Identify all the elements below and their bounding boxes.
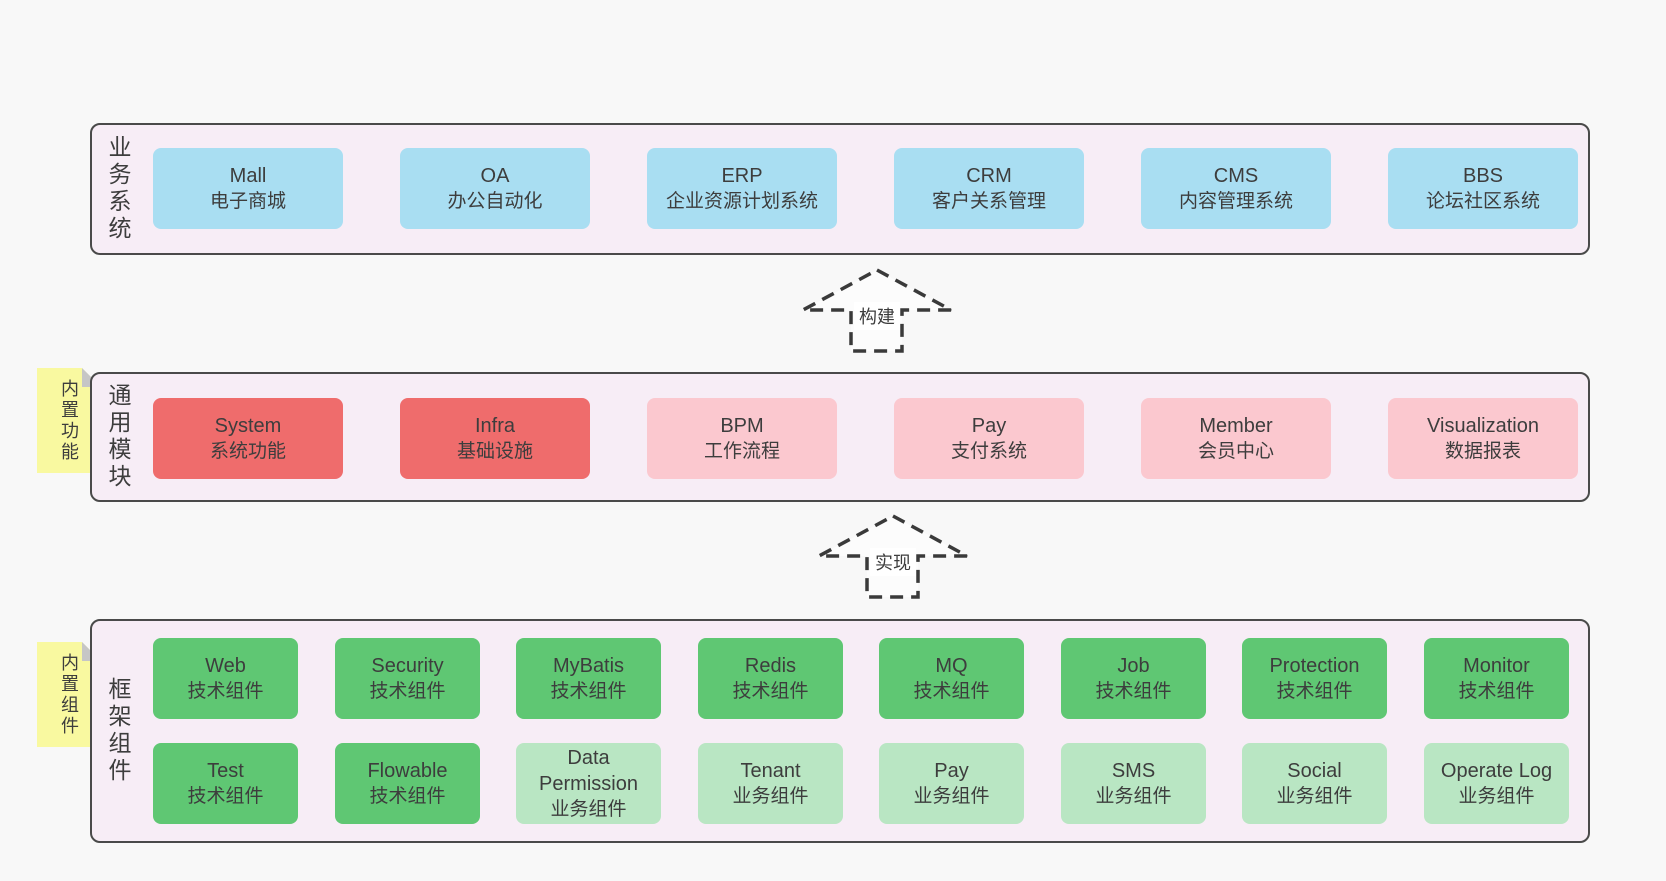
- node-subtitle: 业务组件: [913, 785, 990, 807]
- node-title: Redis: [744, 654, 797, 677]
- node-subtitle: 企业资源计划系统: [665, 190, 818, 212]
- node-subtitle: 会员中心: [1197, 440, 1274, 462]
- node-pay-business: Pay 业务组件: [879, 743, 1024, 824]
- node-subtitle: 技术组件: [1095, 680, 1172, 702]
- node-title: MyBatis: [552, 654, 625, 677]
- node-subtitle: 技术组件: [187, 680, 264, 702]
- node-title: CRM: [966, 164, 1012, 187]
- node-subtitle: 技术组件: [1458, 680, 1535, 702]
- node-subtitle: 技术组件: [1276, 680, 1353, 702]
- node-subtitle: 技术组件: [913, 680, 990, 702]
- node-sms: SMS 业务组件: [1061, 743, 1206, 824]
- node-title: Test: [207, 759, 244, 782]
- node-subtitle: 内容管理系统: [1178, 190, 1293, 212]
- arrow-label: 实现: [870, 548, 916, 576]
- node-mall: Mall 电子商城: [153, 148, 343, 229]
- node-title: BPM: [720, 414, 764, 437]
- node-title: Security: [371, 654, 444, 677]
- sticky-note-label: 内置组件: [59, 652, 79, 737]
- node-subtitle: 支付系统: [950, 440, 1027, 462]
- node-system: System 系统功能: [153, 398, 343, 479]
- node-subtitle: 系统功能: [209, 440, 286, 462]
- section-label: 通用模块: [105, 383, 131, 491]
- node-crm: CRM 客户关系管理: [894, 148, 1084, 229]
- section-framework-components: 框架组件 Web 技术组件 Security 技术组件 MyBatis 技术组件…: [90, 619, 1590, 843]
- node-subtitle: 业务组件: [732, 785, 809, 807]
- node-mq: MQ 技术组件: [879, 638, 1024, 719]
- node-title: Job: [1117, 654, 1150, 677]
- node-subtitle: 技术组件: [732, 680, 809, 702]
- node-subtitle: 客户关系管理: [931, 190, 1046, 212]
- node-oa: OA 办公自动化: [400, 148, 590, 229]
- node-subtitle: 业务组件: [1276, 785, 1353, 807]
- node-subtitle: 技术组件: [369, 680, 446, 702]
- node-subtitle: 业务组件: [1095, 785, 1172, 807]
- node-bpm: BPM 工作流程: [647, 398, 837, 479]
- arrow-label: 构建: [854, 302, 900, 330]
- node-title: Operate Log: [1440, 759, 1553, 782]
- node-tenant: Tenant 业务组件: [698, 743, 843, 824]
- node-title: CMS: [1213, 164, 1259, 187]
- node-test: Test 技术组件: [153, 743, 298, 824]
- section-label: 业务系统: [105, 135, 131, 243]
- node-subtitle: 论坛社区系统: [1425, 190, 1540, 212]
- node-subtitle: 基础设施: [456, 440, 533, 462]
- node-subtitle: 数据报表: [1444, 440, 1521, 462]
- node-security: Security 技术组件: [335, 638, 480, 719]
- node-title: Monitor: [1463, 654, 1530, 677]
- node-title: Pay: [934, 759, 969, 782]
- node-subtitle: 业务组件: [550, 798, 627, 820]
- node-subtitle: 工作流程: [703, 440, 780, 462]
- node-title: Pay: [971, 414, 1007, 437]
- node-pay: Pay 支付系统: [894, 398, 1084, 479]
- node-bbs: BBS 论坛社区系统: [1388, 148, 1578, 229]
- node-protection: Protection 技术组件: [1242, 638, 1387, 719]
- node-title: Infra: [474, 414, 516, 437]
- node-subtitle: 业务组件: [1458, 785, 1535, 807]
- node-social: Social 业务组件: [1242, 743, 1387, 824]
- sticky-note-label: 内置功能: [59, 378, 79, 463]
- node-data-permission: Data Permission 业务组件: [516, 743, 661, 824]
- node-infra: Infra 基础设施: [400, 398, 590, 479]
- section-common-modules: 通用模块 System 系统功能 Infra 基础设施 BPM 工作流程 Pay…: [90, 372, 1590, 502]
- node-erp: ERP 企业资源计划系统: [647, 148, 837, 229]
- node-title: Visualization: [1427, 414, 1539, 437]
- node-visualization: Visualization 数据报表: [1388, 398, 1578, 479]
- node-title: MQ: [935, 654, 968, 677]
- node-title: OA: [480, 164, 510, 187]
- node-title: Tenant: [740, 759, 801, 782]
- node-monitor: Monitor 技术组件: [1424, 638, 1569, 719]
- node-title: ERP: [721, 164, 763, 187]
- node-job: Job 技术组件: [1061, 638, 1206, 719]
- node-subtitle: 办公自动化: [447, 190, 543, 212]
- node-title: Data Permission: [539, 746, 638, 795]
- node-operate-log: Operate Log 业务组件: [1424, 743, 1569, 824]
- node-title: BBS: [1462, 164, 1504, 187]
- node-subtitle: 技术组件: [369, 785, 446, 807]
- node-title: System: [214, 414, 282, 437]
- section-label: 框架组件: [105, 677, 131, 785]
- arrow-build: 构建: [799, 266, 955, 354]
- node-title: Social: [1287, 759, 1342, 782]
- node-subtitle: 技术组件: [550, 680, 627, 702]
- node-flowable: Flowable 技术组件: [335, 743, 480, 824]
- node-subtitle: 技术组件: [187, 785, 264, 807]
- section-business-systems: 业务系统 Mall 电子商城 OA 办公自动化 ERP 企业资源计划系统 CRM…: [90, 123, 1590, 255]
- node-subtitle: 电子商城: [209, 190, 286, 212]
- node-title: Member: [1199, 414, 1273, 437]
- arrow-implement: 实现: [815, 512, 971, 600]
- node-title: Flowable: [367, 759, 448, 782]
- node-title: Web: [205, 654, 246, 677]
- node-cms: CMS 内容管理系统: [1141, 148, 1331, 229]
- node-member: Member 会员中心: [1141, 398, 1331, 479]
- node-mybatis: MyBatis 技术组件: [516, 638, 661, 719]
- node-title: SMS: [1111, 759, 1156, 782]
- node-title: Mall: [229, 164, 267, 187]
- node-redis: Redis 技术组件: [698, 638, 843, 719]
- node-title: Protection: [1269, 654, 1360, 677]
- node-web: Web 技术组件: [153, 638, 298, 719]
